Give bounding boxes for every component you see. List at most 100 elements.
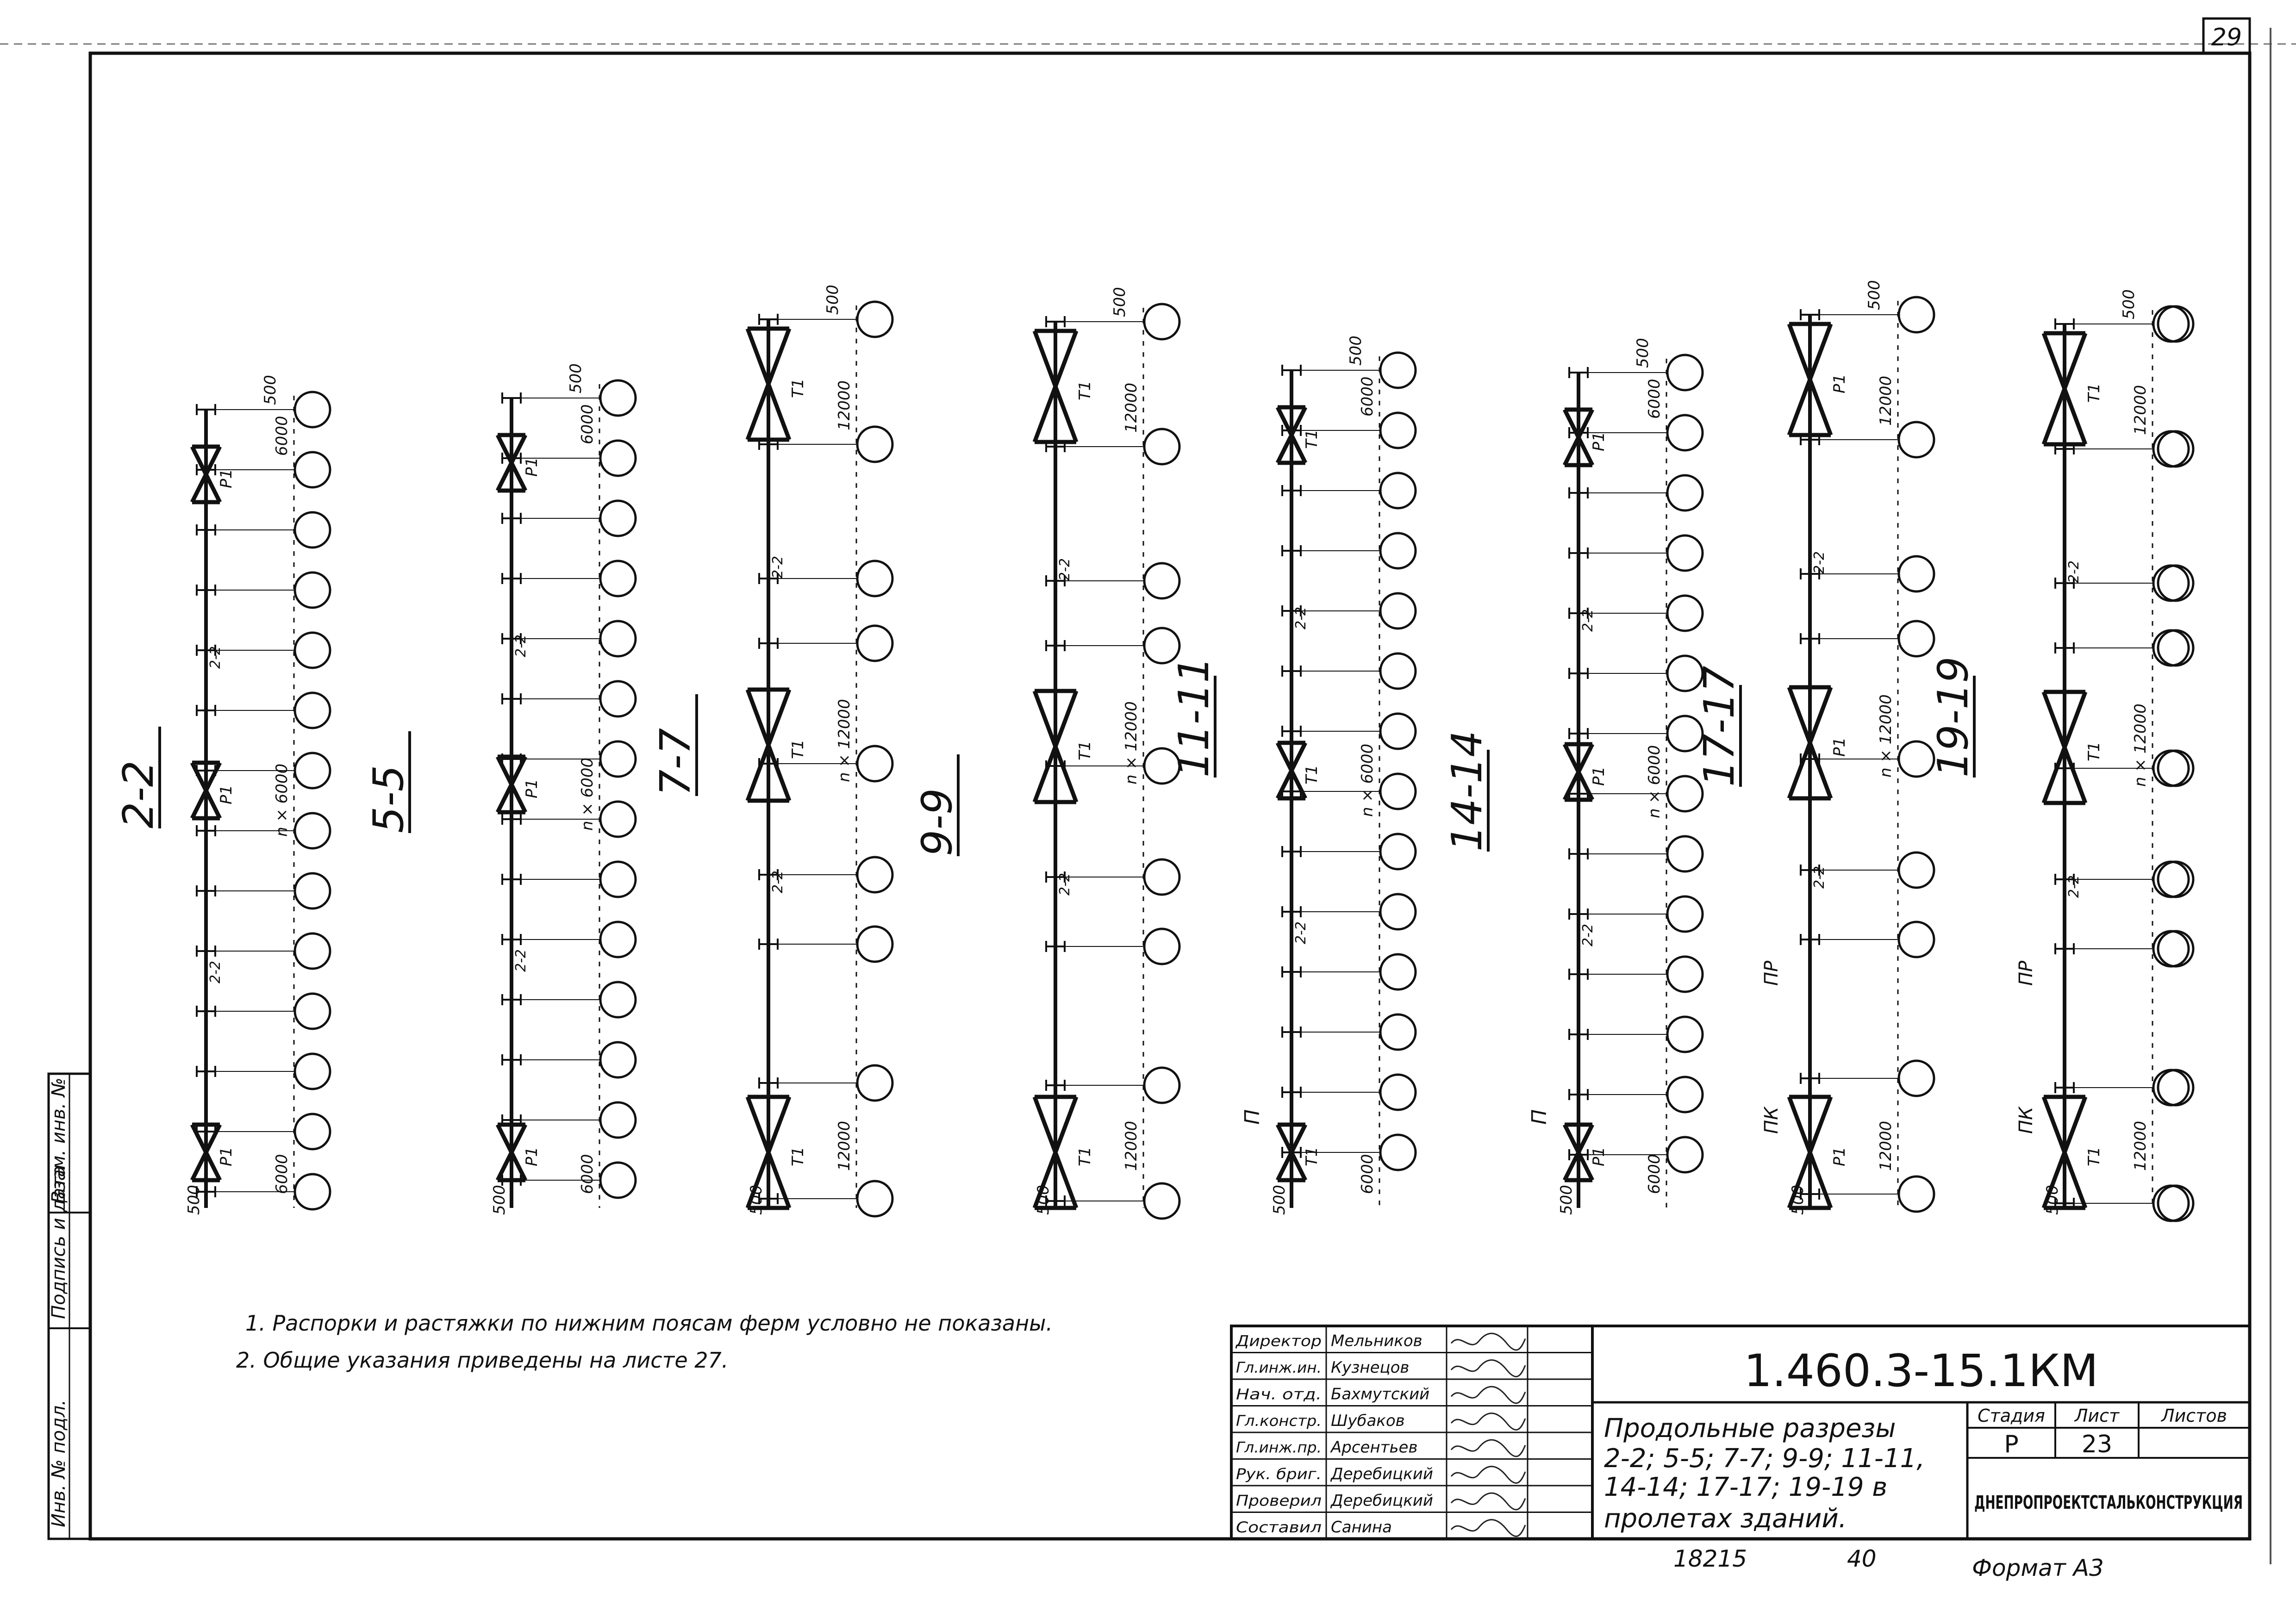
vertical-brace [1275,740,1308,801]
dim-n12000: n × 12000 [835,699,854,782]
grid-axis-circle [293,1052,331,1090]
grid-axis-circle [1143,1066,1181,1104]
grid-axis-circle [599,1041,637,1079]
chord-tick [1568,548,1589,559]
grid-axis-circle [599,1101,637,1139]
grid-axis-circle [293,812,331,850]
sheets-label: Листов [2160,1406,2227,1426]
vertical-brace [2041,690,2088,805]
chord-tick [196,1066,216,1077]
truss-mark: Р1 [1830,374,1849,393]
grid-axis-circle [1897,555,1935,593]
grid-axis-circle [1143,303,1181,341]
grid-axis-circle [599,499,637,537]
staff-name: Санина [1331,1518,1392,1537]
chord-tick [1800,309,1820,320]
grid-axis-circle [599,1161,637,1199]
signature-scribble [1450,1466,1526,1484]
chord-tick [196,1006,216,1017]
chord-tick [758,869,779,880]
stage-label: Стадия [1978,1406,2045,1426]
truss-mark: Т1 [1076,1147,1094,1166]
truss-mark: Р1 [217,1147,236,1166]
grid-axis-circle [1143,428,1181,466]
dim-500-top: 500 [1865,280,1884,310]
format-label: Формат А3 [1972,1555,2104,1581]
dim-500-top: 500 [1634,338,1652,368]
grid-axis-circle [1379,472,1417,510]
grid-axis-circle [856,1180,894,1218]
chord-tick [1800,865,1820,876]
section-label: 2-2 [114,760,163,828]
dim-12000-top: 12000 [1122,383,1141,433]
chord-tick [1281,846,1302,857]
dim-6000-top: 6000 [1358,376,1377,417]
sheet-label: Лист [2074,1406,2120,1426]
chord-tick [501,633,522,644]
chord-tick [1281,1087,1302,1098]
dim-500-top: 500 [2120,289,2138,319]
chord-tick [1281,1027,1302,1038]
vertical-brace [745,326,792,442]
vertical-brace [745,1095,792,1210]
doc-sheet: 40 [1847,1545,1877,1572]
dim-500: 500 [1789,1185,1807,1215]
dim-500: 500 [185,1185,203,1215]
vertical-brace [1787,1095,1833,1210]
grid-axis-circle [293,691,331,729]
chord-tick [1281,666,1302,677]
dim-12000-top: 12000 [1877,376,1895,426]
truss-mark: Т1 [1076,381,1094,400]
dim-12000-bottom: 12000 [2131,1121,2150,1171]
truss-mark: Р1 [523,457,541,477]
chord-tick [1800,633,1820,644]
grid-axis-circle [1897,296,1935,334]
vertical-brace [1032,329,1079,444]
grid-axis-circle [293,511,331,549]
brace-mark: 2-2 [1293,921,1309,944]
chord-tick [1568,367,1589,378]
truss-mark: Р1 [1830,737,1849,757]
brace-mark: 2-2 [1057,873,1073,896]
chord-tick [758,939,779,950]
section-label: 7-7 [651,728,700,796]
doc-number: 18215 [1673,1545,1747,1572]
dim-500: 500 [747,1185,766,1215]
dim-6000-bottom: 6000 [1358,1154,1377,1194]
chord-tick [1281,545,1302,556]
dim-n12000: n × 12000 [1122,701,1141,784]
dim-12000-top: 12000 [835,380,854,430]
truss-mark: Р1 [523,1147,541,1166]
dim-6000-bottom: 6000 [1645,1154,1664,1194]
grid-axis-circle [1666,1015,1704,1053]
grid-axis-circle [1379,893,1417,931]
dim-500-top: 500 [824,285,842,315]
vertical-brace [2041,1095,2088,1210]
vertical-brace [1275,405,1308,465]
chord-tick [1281,485,1302,496]
chord-tick [196,1186,216,1197]
grid-axis-circle [856,560,894,597]
section-label: 11-11 [1170,656,1218,778]
grid-axis-circle [599,439,637,477]
chord-tick [1568,848,1589,859]
grid-axis-circle [2157,860,2195,898]
mark-pr: ПР [1761,960,1782,986]
chord-tick [1045,871,1066,883]
staff-role: Составил [1236,1518,1322,1536]
chord-tick [1568,728,1589,739]
staff-role: Проверил [1236,1492,1322,1510]
chord-tick [1568,608,1589,619]
grid-axis-circle [1143,1182,1181,1220]
chord-tick [1568,487,1589,498]
signature-scribble [1450,1412,1526,1431]
grid-axis-circle [856,624,894,662]
grid-axis-circle [1897,851,1935,889]
truss-mark: Р1 [217,469,236,488]
chord-tick [1800,1073,1820,1084]
staff-role: Гл.инж.пр. [1236,1439,1322,1456]
dim-500-top: 500 [261,375,280,405]
dim-n12000: n × 12000 [1877,694,1895,778]
